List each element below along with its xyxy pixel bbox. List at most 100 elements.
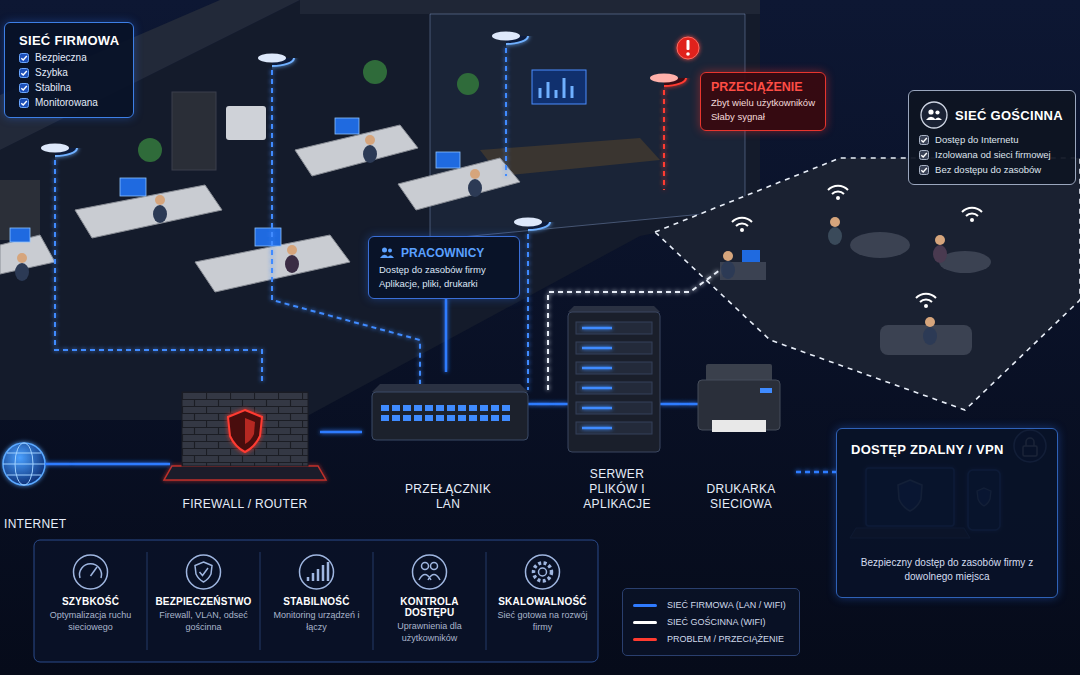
wifi-icons-part-part [740,228,744,232]
switch-icon [372,384,528,440]
check-icon-part [920,135,929,144]
wifi-lines-part [55,160,262,382]
alert-icon-part [677,37,699,59]
wifi-icons-part-part [916,294,936,298]
panel-text: Bezpieczny dostęp do zasobów firmy z dow… [851,556,1043,583]
server-node: SERWER PLIKÓW I APLIKACJE [552,306,682,512]
link-stubs-part [45,463,72,466]
feature-title: SZYBKOŚĆ [62,596,119,607]
alert-icon-part [687,40,690,50]
device-label: INTERNET [2,517,66,532]
group-icon-part [928,109,933,114]
check-icon-part [20,83,29,92]
feature-title: BEZPIECZEŃSTWO [155,596,251,607]
office-walls-part [172,92,216,170]
list-row: Dostęp do Internetu [919,134,1063,145]
wifi-icons-part-part [832,192,844,194]
printer-icon-part [706,364,772,382]
firewall-icon-part [245,418,255,444]
access-points-part-part [250,50,294,66]
list-row: Bezpieczna [19,52,119,63]
glass-room-part [540,78,572,98]
check-icon-part [920,150,929,159]
check-item: Dostęp do Internetu [935,134,1018,145]
guest-furniture-part [721,261,735,279]
server-icon-part [582,328,612,428]
heading-row: PRACOWNICY [379,245,507,261]
guest-furniture-part [723,251,733,261]
feature-icons-part [200,568,209,576]
office-walls-part [226,106,266,140]
feature-text: Monitoring urządzeń i łączy [263,610,370,633]
monitors-part [436,152,460,168]
check-icon [919,165,929,175]
vpn-panel: DOSTĘP ZDALNY / VPNBezpieczny dostęp do … [836,428,1058,598]
legend-box: SIEĆ FIRMOWA (LAN / WIFI)SIEĆ GOŚCINNA (… [622,588,800,656]
check-icon-part [21,71,27,75]
people-part [15,263,29,281]
monitors-part [335,118,359,134]
access-points-part [484,28,528,44]
check-item: Izolowana od sieci firmowej [935,149,1051,160]
feature-icons-part [74,555,108,589]
people-part [365,135,375,145]
printer-icon [698,364,780,432]
employees-callout: PRACOWNICY Dostęp do zasobów firmyAplikac… [368,236,520,299]
feature-icons-part [308,562,328,581]
feature-text: Sieć gotowa na rozwój firmy [489,610,596,633]
plants-part [363,60,387,84]
check-icon-part [20,68,29,77]
check-icon [19,83,29,93]
feature-cell: SKALOWALNOŚĆSieć gotowa na rozwój firmy [489,596,596,656]
network-link [445,299,448,372]
wifi-icons-part-part [970,218,974,222]
legend-text: SIEĆ GOŚCINNA (WIFI) [667,617,766,627]
desks-part [75,185,222,238]
people-part [468,179,482,197]
legend-text: PROBLEM / PRZECIĄŻENIE [667,634,784,644]
office-walls-part [0,0,300,150]
legend-swatch [633,621,657,624]
check-icon-part [21,56,27,60]
alert-text: Zbyt wielu użytkowników [711,97,815,108]
wifi-icons-part-part [828,186,848,190]
check-icon-part [920,165,929,174]
feature-icons-part [534,563,552,581]
plants [138,60,479,162]
guest-furniture-part [925,317,935,327]
wifi-icons-part [962,208,982,222]
people-part [17,253,27,263]
access-points-part-part [650,74,678,83]
firewall-icon [164,392,326,480]
check-icon-part [921,168,927,172]
overload-callout: PRZECIĄŻENIEZbyt wielu użytkownikówSłaby… [700,72,826,131]
feature-icons-part [187,555,221,589]
access-points-part-part [492,32,520,41]
legend-row: SIEĆ GOŚCINNA (WIFI) [633,617,789,627]
group-icon [919,100,949,130]
callout-text: Aplikacje, pliki, drukarki [379,278,507,289]
feature-cell: BEZPIECZEŃSTWOFirewall, VLAN, odseć gośc… [150,596,257,656]
legend-swatch [633,604,657,607]
access-points-part-part [33,140,77,156]
switch-icon-part [372,384,528,392]
check-icon-part [21,101,27,105]
globe-icon [3,443,45,485]
wifi-icons-part-part [836,196,840,200]
feature-icons-part [539,568,547,576]
callout-heading: PRACOWNICY [401,246,484,260]
callout-text: Dostęp do zasobów firmy [379,264,507,275]
guest-furniture-part [720,262,766,280]
feature-icons-part [431,563,438,570]
wifi-icons-part [732,218,752,232]
list-row: Izolowana od sieci firmowej [919,149,1063,160]
glass-room-part [532,70,586,104]
check-icon-part [921,138,927,142]
people-part [285,255,299,273]
panel-heading: SIEĆ GOŚCINNA [955,108,1063,123]
feature-icons-part [526,555,560,589]
check-icon-part [20,98,29,107]
feature-icons-part [195,562,212,582]
link-stubs-part [660,403,682,406]
